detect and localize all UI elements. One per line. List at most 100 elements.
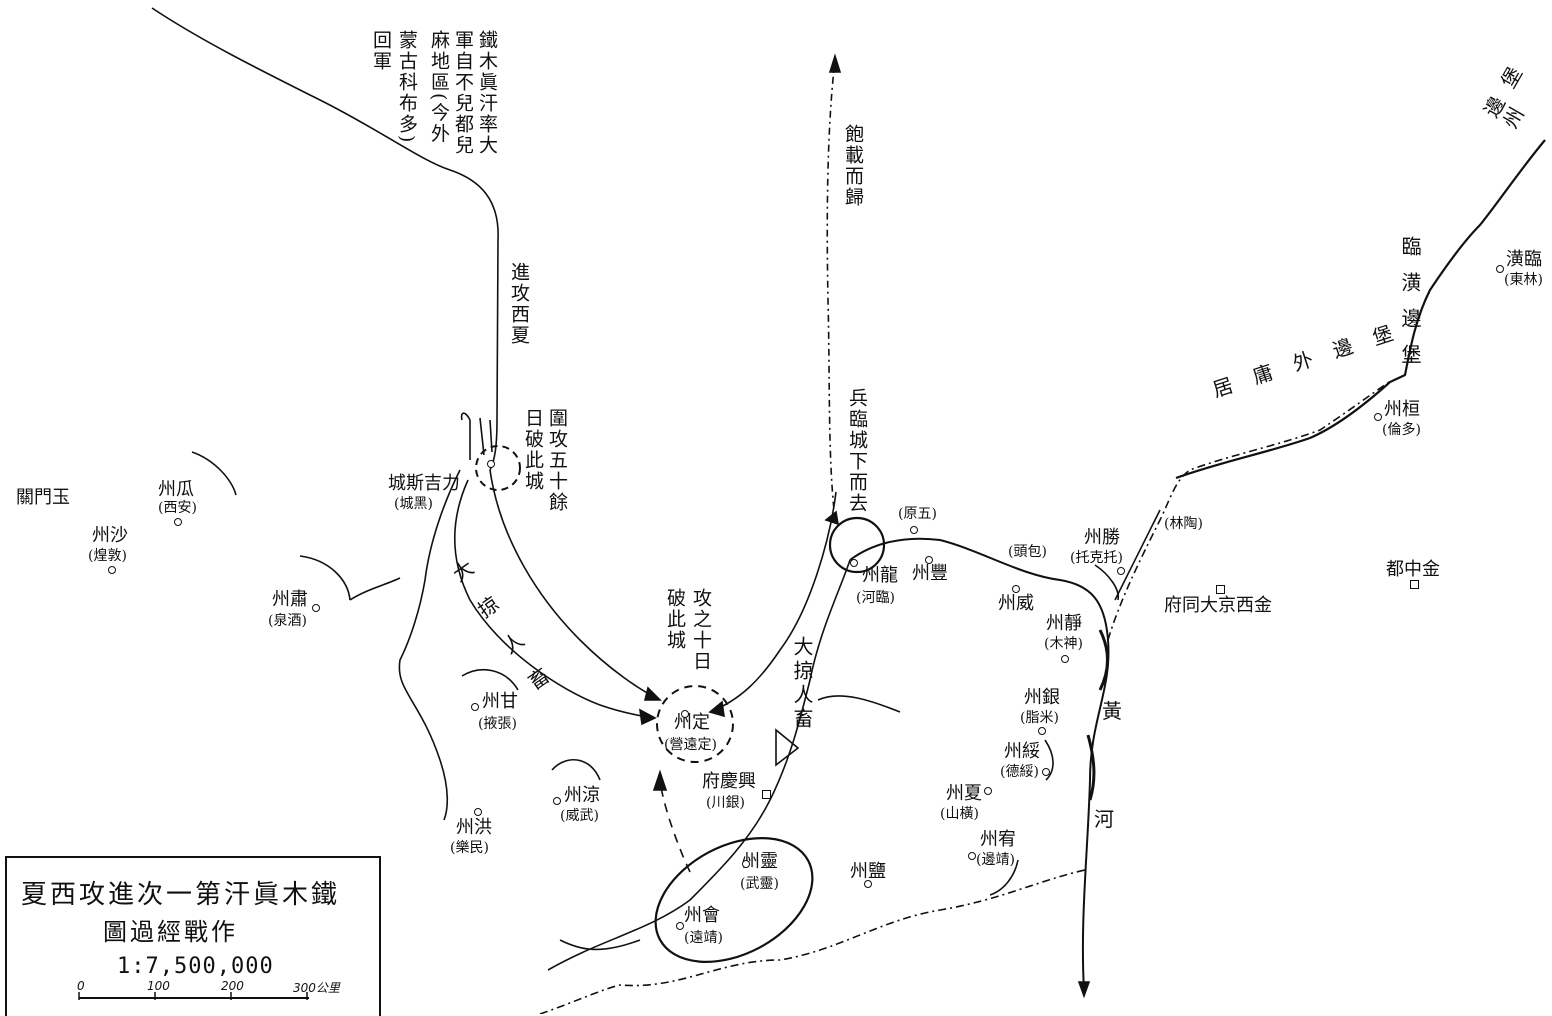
place-suizhou-modern: (德綏) [1000, 764, 1039, 780]
dashed-route [659, 779, 691, 873]
note-mongol-army-2: 軍自不兒都兒 [452, 30, 474, 156]
city-marker [1012, 585, 1020, 593]
border-line [539, 869, 1086, 1014]
legend-subtitle: 圖過經戰作 [103, 918, 238, 946]
city-marker [1374, 413, 1382, 421]
tributary [1114, 509, 1161, 601]
place-huanzhou-modern: (倫多) [1382, 422, 1421, 438]
place-yinzhou: 州銀 [1024, 687, 1060, 708]
siege-circle [475, 445, 521, 491]
place-dingzhou: 州定 [674, 712, 710, 733]
note-break-city-1: 攻之十日 [690, 588, 712, 672]
note-siege-2: 日破此城 [522, 408, 544, 492]
place-shazhou: 州沙 [92, 525, 128, 546]
note-break-city-2: 破此城 [664, 588, 686, 651]
place-zhongdu: 都中金 [1386, 559, 1440, 580]
place-youzhou: 州宥 [980, 829, 1016, 850]
place-jingzhou-modern: (木神) [1044, 636, 1083, 652]
place-suzhou: 州肅 [272, 589, 308, 610]
return-route [826, 59, 836, 511]
place-wuyuan: (原五) [898, 506, 937, 522]
city-marker [681, 710, 689, 718]
city-marker [984, 787, 992, 795]
city-marker [1038, 727, 1046, 735]
place-weizhou: 州威 [998, 593, 1034, 614]
place-ganzhou-modern: (掖張) [478, 716, 517, 732]
place-suzhou-modern: (泉酒) [268, 613, 307, 629]
place-youzhou-modern: (邊靖) [976, 852, 1015, 868]
yellow-river [849, 537, 1110, 991]
place-liangzhou-modern: (威武) [560, 808, 599, 824]
river [817, 695, 901, 713]
place-liangzhou: 州涼 [564, 785, 600, 806]
place-lingzhou: 州靈 [742, 851, 778, 872]
place-xingqing-modern: (川銀) [706, 795, 745, 811]
place-toukou: (頭包) [1008, 544, 1047, 560]
arrow-head [828, 53, 842, 73]
place-ganzhou: 州甘 [482, 691, 518, 712]
city-marker [1117, 567, 1125, 575]
place-longzhou: 州龍 [862, 565, 898, 586]
flag-icon [775, 728, 800, 767]
place-huanzhou: 州桓 [1384, 399, 1420, 420]
place-xizhou-modern: (樂民) [450, 840, 489, 856]
city-marker [1496, 265, 1504, 273]
arrow-head [1077, 981, 1091, 999]
note-advance: 進攻西夏 [508, 262, 530, 346]
arrow-head [824, 510, 840, 526]
place-shazhou-modern: (煌敦) [88, 548, 127, 564]
place-xingqing: 府慶興 [702, 771, 756, 792]
place-huizhou-modern: (遠靖) [684, 930, 723, 946]
capital-marker [762, 790, 771, 799]
place-huizhou: 州會 [684, 905, 720, 926]
city-marker [474, 808, 482, 816]
note-mongol-army-1: 鐵木眞汗率大 [476, 30, 498, 156]
river [559, 939, 641, 951]
place-yumenguan: 關門玉 [16, 487, 70, 508]
place-xijing: 府同大京西金 [1164, 595, 1272, 616]
plunder-route-center [489, 469, 661, 701]
scale-tick-300: 300公里 [293, 981, 340, 995]
place-yanzhou: 州鹽 [850, 861, 886, 882]
place-yinzhou-modern: (脂米) [1020, 710, 1059, 726]
city-marker [487, 460, 495, 468]
label-yellow-river-2: 河 [1094, 807, 1114, 831]
place-guazhou: 州瓜 [158, 479, 194, 500]
river [398, 469, 461, 821]
label-yellow-river-1: 黃 [1102, 699, 1122, 723]
wall-line [1175, 139, 1546, 480]
city-marker [676, 922, 684, 930]
place-linhuang: 潢臨 [1506, 249, 1542, 270]
place-shengzhou-modern: (托克托) [1070, 550, 1123, 566]
city-marker [108, 566, 116, 574]
siege-circle [656, 685, 734, 763]
city-marker [1042, 768, 1050, 776]
arrow-head [652, 769, 668, 791]
note-mongol-army-4: 蒙古科布多) [396, 30, 418, 145]
scale-tick-100: 100 [147, 979, 170, 993]
place-fengzhou: 州豐 [912, 563, 948, 584]
city-marker [553, 797, 561, 805]
place-kilisi-modern: (城黑) [394, 496, 433, 512]
place-xiazhou-modern: (山橫) [940, 806, 979, 822]
capital-marker [1216, 585, 1225, 594]
city-marker [471, 703, 479, 711]
place-linlin: (林陶) [1164, 516, 1203, 532]
city-marker [850, 559, 858, 567]
place-xizhou: 州洪 [456, 817, 492, 838]
arrow-head [708, 700, 725, 718]
note-siege-1: 圍攻五十餘 [546, 408, 568, 513]
plunder-route-right [709, 491, 837, 713]
city-marker [968, 852, 976, 860]
label-wall-linhuang: 臨潢邊堡 [1398, 236, 1422, 380]
note-mongol-army-3: 麻地區(今外 [428, 30, 450, 145]
river [349, 577, 401, 601]
capital-marker [1410, 580, 1419, 589]
arrow-head [643, 686, 662, 701]
longzhou-circle [828, 516, 886, 574]
note-to-city: 兵臨城下而去 [846, 388, 868, 514]
scale-tick-200: 200 [221, 979, 244, 993]
scale-bar [78, 992, 309, 1000]
note-return: 飽載而歸 [842, 124, 864, 208]
